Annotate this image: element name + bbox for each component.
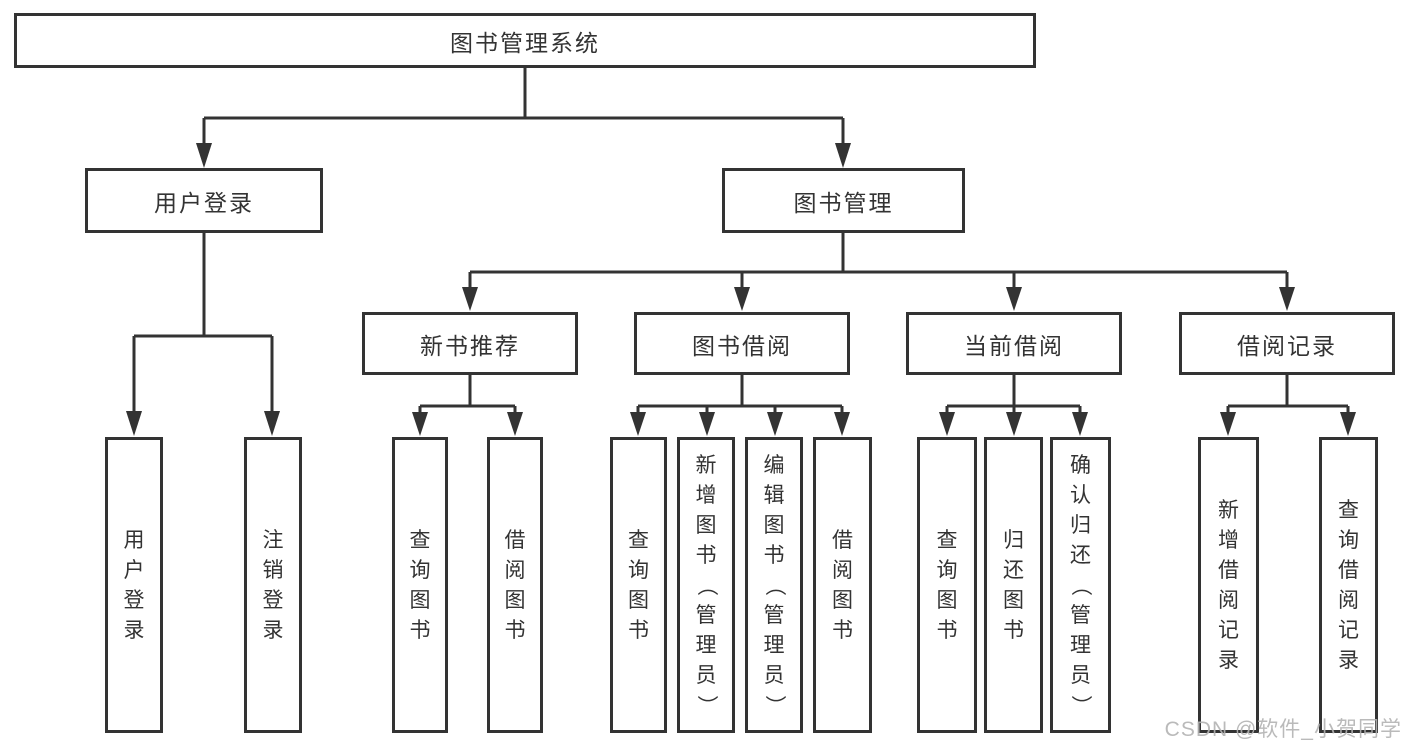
node-book-management: 图书管理 xyxy=(722,168,965,233)
leaf-label: 新增借阅记录 xyxy=(1218,498,1239,672)
node-book-borrow: 图书借阅 xyxy=(634,312,850,375)
leaf-label: 查询图书 xyxy=(628,528,649,642)
leaf-query-books-current: 查询图书 xyxy=(917,437,977,733)
leaf-borrow-books-recommend: 借阅图书 xyxy=(487,437,543,733)
csdn-watermark: CSDN @软件_小贺同学 xyxy=(1164,718,1402,741)
node-current-borrow: 当前借阅 xyxy=(906,312,1122,375)
leaf-return-books: 归还图书 xyxy=(984,437,1043,733)
leaf-label: 编辑图书（管理员） xyxy=(762,453,786,716)
node-new-book-recommend: 新书推荐 xyxy=(362,312,578,375)
leaf-label: 注销登录 xyxy=(262,528,284,642)
leaf-label: 确认归还（管理员） xyxy=(1069,453,1092,716)
leaf-label: 借阅图书 xyxy=(504,528,526,642)
leaf-user-login: 用户登录 xyxy=(105,437,163,733)
node-user-login: 用户登录 xyxy=(85,168,323,233)
node-root-system: 图书管理系统 xyxy=(14,13,1036,68)
leaf-query-books-recommend: 查询图书 xyxy=(392,437,448,733)
leaf-add-borrow-record: 新增借阅记录 xyxy=(1198,437,1259,733)
leaf-label: 借阅图书 xyxy=(832,528,853,642)
leaf-edit-books-admin: 编辑图书（管理员） xyxy=(745,437,803,733)
leaf-borrow-books: 借阅图书 xyxy=(813,437,872,733)
leaf-label: 查询图书 xyxy=(936,528,958,642)
leaf-label: 查询借阅记录 xyxy=(1338,498,1359,672)
leaf-label: 新增图书（管理员） xyxy=(694,453,718,716)
leaf-query-books-borrow: 查询图书 xyxy=(610,437,667,733)
leaf-logout: 注销登录 xyxy=(244,437,302,733)
leaf-add-books-admin: 新增图书（管理员） xyxy=(677,437,735,733)
leaf-label: 用户登录 xyxy=(123,528,145,642)
node-borrow-record: 借阅记录 xyxy=(1179,312,1395,375)
leaf-confirm-return-admin: 确认归还（管理员） xyxy=(1050,437,1111,733)
leaf-query-borrow-record: 查询借阅记录 xyxy=(1319,437,1378,733)
leaf-label: 归还图书 xyxy=(1003,528,1024,642)
leaf-label: 查询图书 xyxy=(409,528,431,642)
